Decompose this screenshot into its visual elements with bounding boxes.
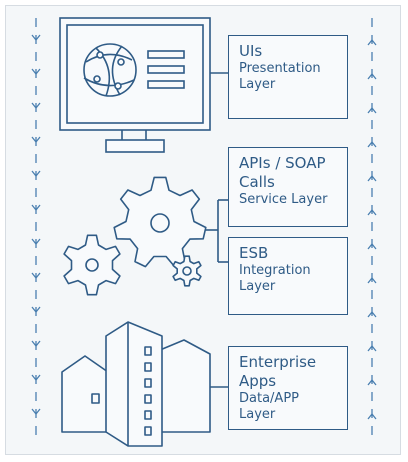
globe-icon <box>83 43 137 97</box>
up-arrowhead <box>367 412 377 420</box>
down-arrow-icon <box>31 34 41 416</box>
down-arrowhead <box>31 408 41 416</box>
service-layer-box: APIs / SOAP Calls Service Layer <box>228 147 348 227</box>
data-layer-subtitle: Data/APP Layer <box>239 390 299 422</box>
up-arrowhead <box>367 106 377 114</box>
up-arrowhead <box>367 208 377 216</box>
down-arrowhead <box>31 340 41 348</box>
up-arrowhead <box>367 310 377 318</box>
up-arrowhead <box>367 38 377 46</box>
ui-layer-title: UIs <box>239 42 263 60</box>
up-arrowhead <box>367 140 377 148</box>
service-layer-title: APIs / SOAP Calls <box>239 154 326 191</box>
down-arrowhead <box>31 68 41 76</box>
data-layer-title: Enterprise Apps <box>239 353 317 390</box>
up-arrowhead <box>367 72 377 80</box>
down-arrowhead <box>31 136 41 144</box>
integration-layer-box: ESB Integration Layer <box>228 237 348 315</box>
up-arrowhead <box>367 378 377 386</box>
monitor-icon <box>59 17 211 153</box>
down-arrowhead <box>31 204 41 212</box>
up-arrow-icon <box>367 38 377 420</box>
down-arrowhead <box>31 102 41 110</box>
down-arrowhead <box>31 374 41 382</box>
up-arrowhead <box>367 344 377 352</box>
up-arrowhead <box>367 174 377 182</box>
gear-icon <box>63 176 207 296</box>
integration-layer-subtitle: Integration Layer <box>239 262 311 294</box>
buildings-icon <box>61 321 211 447</box>
data-layer-box: Enterprise Apps Data/APP Layer <box>228 346 348 430</box>
ui-layer-subtitle: Presentation Layer <box>239 60 321 92</box>
down-arrowhead <box>31 170 41 178</box>
service-layer-subtitle: Service Layer <box>239 191 328 207</box>
down-arrowhead <box>31 306 41 314</box>
down-arrowhead <box>31 34 41 42</box>
integration-layer-title: ESB <box>239 244 269 262</box>
ui-layer-box: UIs Presentation Layer <box>228 35 348 119</box>
down-arrowhead <box>31 272 41 280</box>
down-arrowhead <box>31 238 41 246</box>
connector-service <box>205 199 228 263</box>
up-arrowhead <box>367 242 377 250</box>
up-arrowhead <box>367 276 377 284</box>
